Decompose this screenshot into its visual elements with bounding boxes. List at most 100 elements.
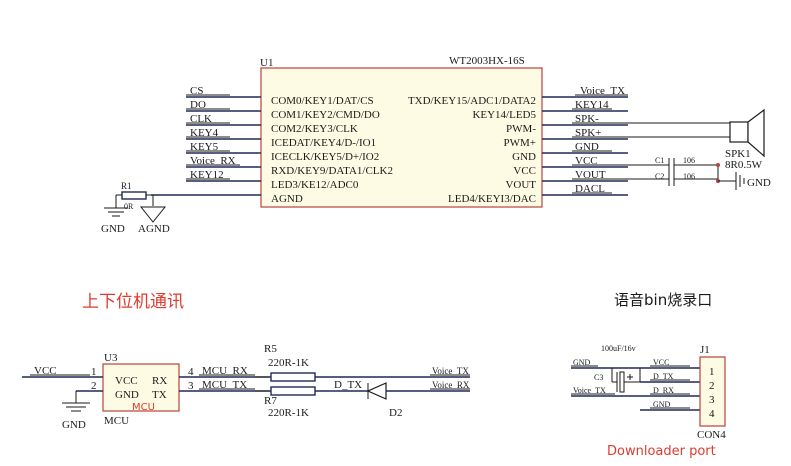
u1-right-wires (542, 94, 628, 196)
j1-part: CON4 (697, 429, 726, 441)
cap-c3[interactable]: 100uF/16v C3 (594, 344, 641, 393)
c3-ref: C3 (594, 373, 603, 382)
u1-ref: U1 (260, 57, 273, 69)
u3-pin-vcc: VCC (115, 375, 138, 387)
j1-wires: VCC D_TX D_RX GND Voice_TX (571, 358, 700, 411)
u3-pin-gnd: GND (115, 389, 139, 401)
r5-ref: R5 (264, 343, 277, 355)
j1-net-voice-tx: Voice_TX (573, 386, 606, 395)
u3-pin-num-3: 3 (188, 380, 194, 392)
net-vout: VOUT (575, 169, 606, 181)
c2-ref: C2 (655, 172, 664, 181)
j1-pin-4: 4 (709, 408, 715, 420)
u1-left-pin-6: RXD/KEY9/DATA1/CLK2 (271, 165, 393, 177)
u3-pin-rx: RX (152, 375, 167, 387)
u1-left-pin-2: COM1/KEY2/CMD/DO (271, 109, 380, 121)
cap-c2[interactable]: C2 106 (612, 172, 718, 186)
j1-net-d-rx: D_RX (653, 386, 674, 395)
u3-mcu[interactable]: U3 VCC GND RX TX MCU MCU (102, 352, 180, 427)
u3-vcc-net: VCC (34, 365, 57, 377)
u3-name: MCU (132, 402, 155, 413)
j1-net-vcc: VCC (653, 358, 669, 367)
c3-wiring: GND (571, 358, 700, 374)
u1-right-pin-4: PWM+ (504, 137, 536, 149)
net-key5: KEY5 (190, 141, 219, 153)
net-voice-tx-out: Voice_TX (432, 366, 469, 376)
mcu-section-title: 上下位机通讯 (82, 292, 184, 312)
net-voice-rx-out: Voice_RX (432, 380, 470, 390)
u3-pin-num-4: 4 (188, 366, 194, 378)
net-cs: CS (190, 85, 203, 97)
gnd-symbol-r1: GND (101, 195, 128, 235)
gnd-label-r1: GND (101, 223, 125, 235)
u1-right-pin-8: LED4/KEYI3/DAC (448, 193, 536, 205)
r5-resistor[interactable]: R5 220R-1K (255, 343, 470, 382)
u3-pin-tx: TX (152, 389, 167, 401)
u1-left-pin-4: ICEDAT/KEY4/D-/IO1 (271, 137, 376, 149)
j1-net-gnd: GND (653, 400, 671, 409)
net-gnd-right: GND (575, 141, 599, 153)
u1-left-pin-3: COM2/KEY3/CLK (271, 123, 358, 135)
connector-j1[interactable]: J1 1 2 3 4 CON4 (697, 344, 726, 441)
net-key14: KEY14 (575, 99, 609, 111)
j1-pin-2: 2 (709, 380, 715, 392)
net-clk: CLK (190, 113, 212, 125)
spk1-ref: SPK1 (725, 148, 751, 160)
spk1-value: 8R0.5W (725, 159, 763, 171)
d2-ref: D2 (389, 407, 402, 419)
u1-right-nets: Voice_TX KEY14 SPK- SPK+ GND VCC VOUT DA… (575, 85, 625, 195)
u1-part: WT2003HX-16S (449, 55, 525, 67)
j1-ref: J1 (700, 344, 710, 356)
r1-ref: R1 (121, 181, 132, 191)
c3-value: 100uF/16v (601, 344, 636, 353)
net-key12: KEY12 (190, 169, 224, 181)
speaker-gnd-label: GND (747, 177, 771, 189)
speaker-spk1[interactable]: SPK1 8R0.5W (612, 108, 765, 171)
r1-value: 0R (124, 202, 134, 211)
c2-value: 106 (683, 172, 695, 181)
voice-out-nets: Voice_TX Voice_RX (430, 366, 470, 390)
u1-left-pin-5: ICECLK/KEY5/D+/IO2 (271, 151, 379, 163)
u1-left-nets: CS DO CLK KEY4 KEY5 Voice_RX KEY12 (190, 85, 236, 181)
diode-d2[interactable]: D2 (366, 382, 470, 419)
u3-pin-num-2: 2 (91, 380, 97, 392)
downloader-port-label: Downloader port (607, 444, 716, 459)
net-dacl: DACL (575, 183, 605, 195)
net-d-tx: D_TX (334, 379, 362, 391)
u1-right-pin-6: VCC (513, 165, 536, 177)
net-spk-minus: SPK- (575, 113, 599, 125)
u1-right-pin-7: VOUT (505, 179, 536, 191)
u1-left-pin-8: AGND (271, 193, 303, 205)
c1-value: 106 (683, 156, 695, 165)
u1-left-wires (186, 94, 261, 182)
u1-left-pin-1: COM0/KEY1/DAT/CS (271, 95, 374, 107)
u3-footer: MCU (104, 415, 129, 427)
net-vcc-right: VCC (575, 155, 598, 167)
net-spk-plus: SPK+ (575, 127, 601, 139)
net-mcu-tx: MCU_TX (202, 379, 247, 391)
agnd-label: AGND (138, 223, 170, 235)
r7-value: 220R-1K (268, 407, 309, 419)
u3-ref: U3 (104, 352, 118, 364)
r7-resistor[interactable]: R7 220R-1K D_TX (255, 379, 368, 419)
cap-gnd: GND (716, 163, 771, 190)
net-voice-rx: Voice_RX (190, 155, 236, 167)
u1-right-pin-5: GND (512, 151, 536, 163)
j1-pin-3: 3 (709, 394, 715, 406)
net-mcu-rx: MCU_RX (202, 365, 248, 377)
net-do: DO (190, 99, 206, 111)
net-key4: KEY4 (190, 127, 219, 139)
u1-left-pin-7: LED3/KE12/ADC0 (271, 179, 359, 191)
net-voice-tx: Voice_TX (580, 85, 625, 97)
u1-chip[interactable]: U1 WT2003HX-16S COM0/KEY1/DAT/CS COM1/KE… (260, 55, 543, 208)
u1-right-pin-1: TXD/KEY15/ADC1/DATA2 (408, 95, 536, 107)
bin-section-title: 语音bin烧录口 (614, 291, 712, 309)
u3-gnd-label: GND (62, 419, 86, 431)
cap-c1[interactable]: C1 106 (612, 156, 718, 172)
r5-value: 220R-1K (268, 357, 309, 369)
r1-resistor[interactable]: R1 0R (116, 181, 261, 211)
u3-pin-num-1: 1 (91, 366, 97, 378)
j1-pin-1: 1 (709, 366, 715, 378)
